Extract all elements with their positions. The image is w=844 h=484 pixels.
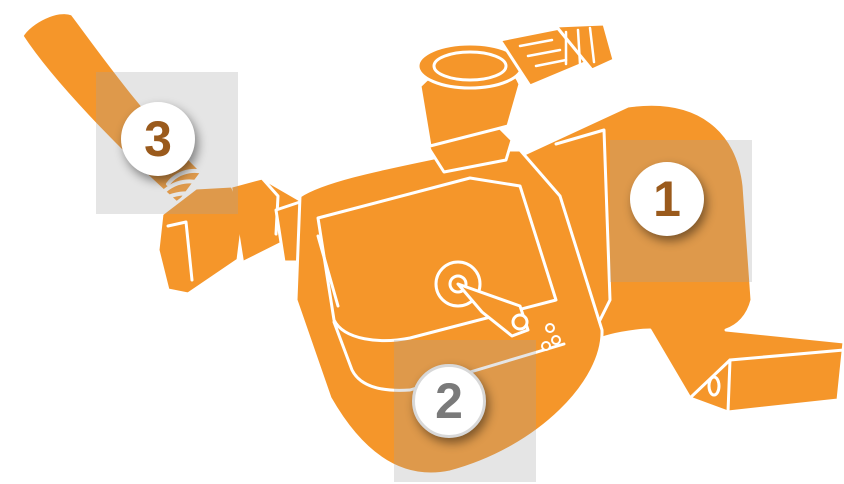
- callout-badge-2[interactable]: 2: [412, 364, 486, 438]
- callout-badge-3[interactable]: 3: [121, 102, 195, 176]
- callout-badge-1[interactable]: 1: [630, 162, 704, 236]
